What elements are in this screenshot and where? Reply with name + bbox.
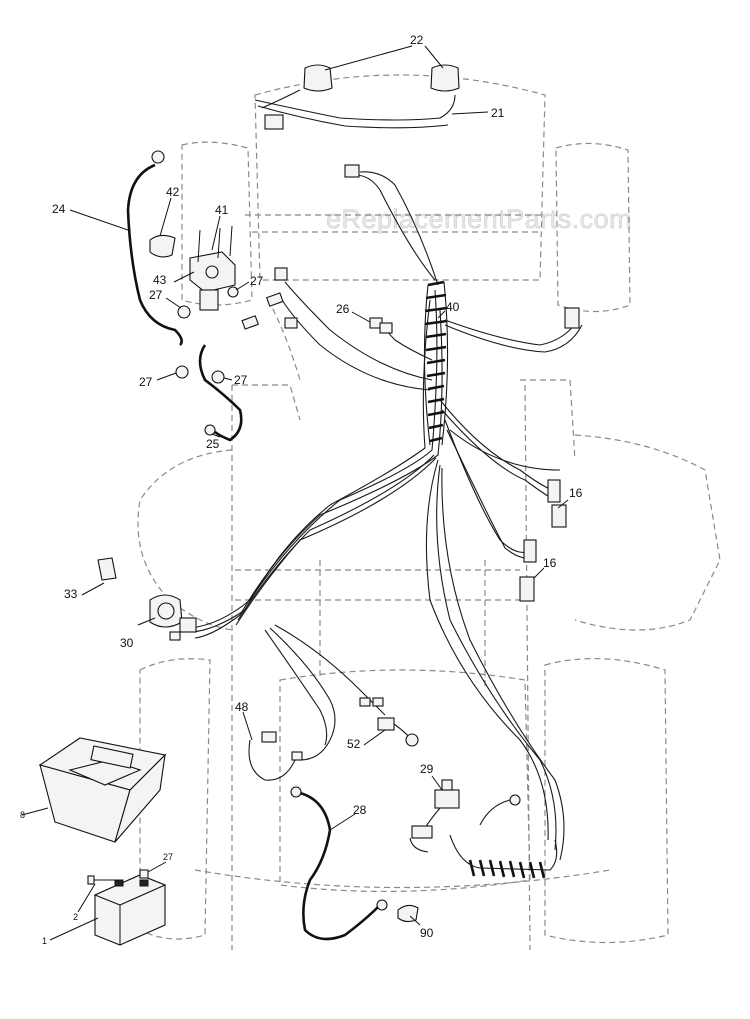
callout-28: 28 <box>353 803 367 817</box>
watermark-text: eReplacementParts.com <box>326 204 632 234</box>
callout-8: 8 <box>20 810 25 820</box>
part-48 <box>248 731 303 781</box>
cable-28 <box>290 786 388 941</box>
callout-25: 25 <box>206 437 220 451</box>
callout-48: 48 <box>235 700 249 714</box>
callout-33: 33 <box>64 587 78 601</box>
callout-41: 41 <box>215 203 229 217</box>
upper-connector <box>344 164 360 178</box>
boot-42 <box>149 234 176 258</box>
chassis-outline <box>137 74 721 951</box>
ring-terminal-24 <box>151 150 165 164</box>
callout-26: 26 <box>336 302 350 316</box>
part-90 <box>397 904 419 923</box>
part-33 <box>97 557 117 581</box>
coiled-harness-lower <box>449 834 558 879</box>
headlight-bulb-right <box>430 64 460 92</box>
battery-hardware <box>87 869 149 885</box>
connector-16-lower <box>519 539 537 602</box>
callout-52: 52 <box>347 737 361 751</box>
callout-40: 40 <box>446 300 460 314</box>
headlight-harness-21 <box>254 64 460 130</box>
cable-25 <box>198 344 243 442</box>
callout-43: 43 <box>153 273 167 287</box>
ring-terminal-28-top <box>290 786 302 798</box>
callout-30: 30 <box>120 636 134 650</box>
battery-1 <box>93 874 167 946</box>
callout-27-a: 27 <box>149 288 163 302</box>
connector-26 <box>369 317 393 334</box>
callout-labels: 22 21 24 42 41 43 27 27 27 27 26 40 25 1… <box>20 33 583 946</box>
part-52 <box>359 697 419 747</box>
leader-lines <box>21 45 569 941</box>
callout-16-upper: 16 <box>569 486 583 500</box>
callout-27-e: 27 <box>163 852 173 862</box>
coiled-harness-40 <box>423 280 449 446</box>
callout-27-d: 27 <box>234 373 248 387</box>
headlight-bulb-left <box>303 64 333 92</box>
switch-29 <box>409 779 460 853</box>
ring-terminal-28-bottom <box>376 899 388 911</box>
callout-27-b: 27 <box>250 274 264 288</box>
callout-16-lower: 16 <box>543 556 557 570</box>
wiring-harness <box>189 171 583 861</box>
callout-90: 90 <box>420 926 434 940</box>
callout-24: 24 <box>52 202 66 216</box>
callout-1: 1 <box>42 936 47 946</box>
headlight-connector <box>264 114 284 130</box>
callout-22: 22 <box>410 33 424 47</box>
connector-16-upper <box>547 479 567 528</box>
ring-terminal-lower-right <box>479 794 521 826</box>
cable-24 <box>126 150 183 346</box>
battery-box-8 <box>38 737 167 843</box>
ignition-switch-30 <box>149 594 197 641</box>
callout-2: 2 <box>73 912 78 922</box>
callout-21: 21 <box>491 106 505 120</box>
right-connector <box>564 307 580 329</box>
callout-42: 42 <box>166 185 180 199</box>
callout-29: 29 <box>420 762 434 776</box>
callout-27-c: 27 <box>139 375 153 389</box>
ring-terminal-25 <box>204 424 216 436</box>
solenoid-43 <box>149 225 239 384</box>
solenoid-connectors <box>241 267 298 330</box>
